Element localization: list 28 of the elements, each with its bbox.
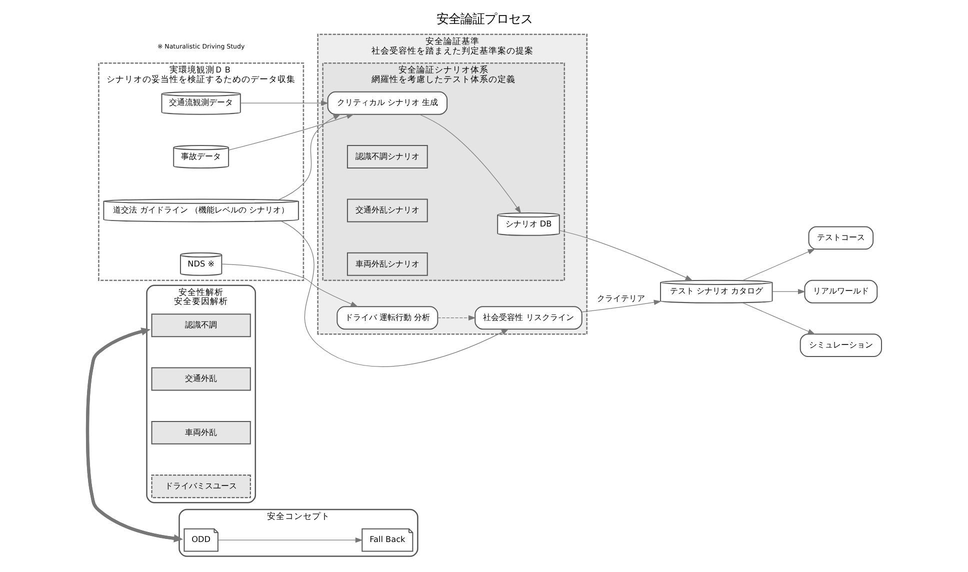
node-box: クリティカル シナリオ 生成 — [326, 91, 448, 115]
node-box: テストコース — [808, 226, 874, 250]
arrow — [772, 289, 806, 294]
arrow — [228, 114, 354, 150]
node-box: 交通外乱 — [150, 367, 250, 391]
arrow — [742, 248, 815, 281]
node-box: シミュレーション — [799, 334, 882, 358]
node-box: 社会受容性 リスクライン — [474, 306, 582, 330]
node-box: ドライバミスユース — [150, 474, 250, 498]
edge-label: クライテリア — [596, 293, 645, 304]
node-box: リアルワールド — [804, 280, 878, 304]
arrow — [220, 264, 358, 307]
node-box: 認識不調 — [150, 314, 250, 338]
arrow — [240, 100, 328, 106]
node-box: 車両外乱 — [150, 420, 250, 444]
node-box: 車両外乱シナリオ — [346, 252, 428, 276]
arrow — [280, 220, 508, 367]
node-box: ドライバ 運転行動 分析 — [336, 306, 438, 330]
arrow — [436, 315, 476, 320]
arrow — [581, 300, 661, 312]
arrow — [418, 114, 521, 214]
node-box: 交通外乱シナリオ — [346, 198, 428, 222]
arrow — [558, 230, 692, 281]
arrow — [742, 302, 815, 334]
diagram-title: 安全論証プロセス — [436, 11, 532, 26]
arrow — [278, 114, 340, 200]
node-box: 認識不調シナリオ — [346, 145, 428, 169]
arrow — [217, 537, 362, 543]
